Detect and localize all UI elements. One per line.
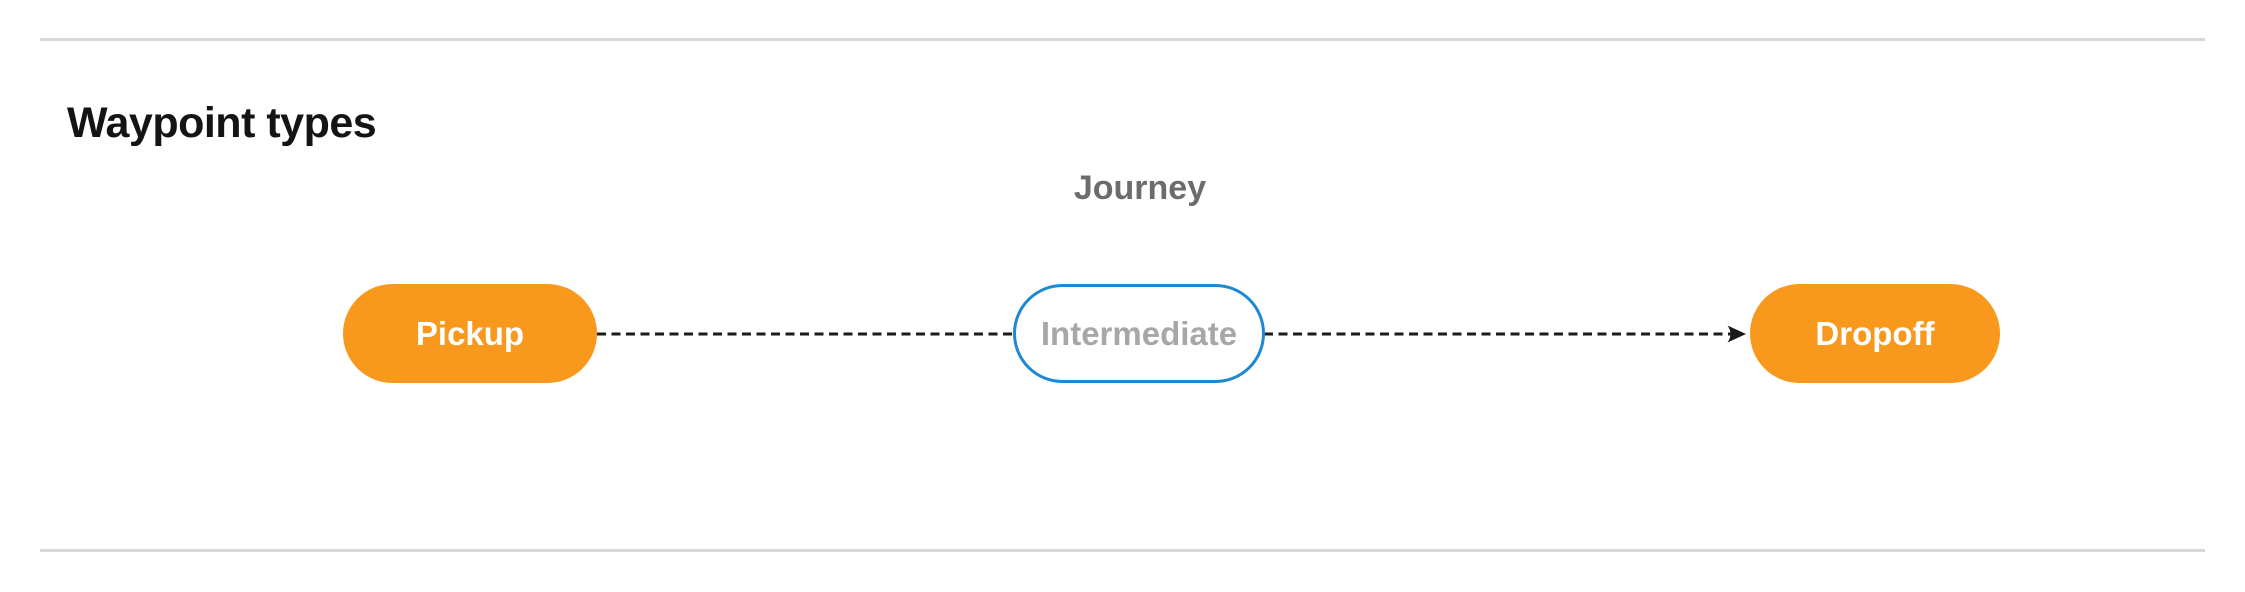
node-intermediate-label: Intermediate xyxy=(1040,314,1238,352)
journey-group-label: Journey xyxy=(1073,169,1207,207)
arrowhead-icon xyxy=(1727,325,1746,343)
top-divider xyxy=(40,38,2205,41)
node-dropoff-label: Dropoff xyxy=(1815,314,1935,352)
node-pickup-label: Pickup xyxy=(415,314,525,352)
bottom-divider xyxy=(40,549,2205,552)
node-dropoff: Dropoff xyxy=(1750,284,2000,383)
section-title: Waypoint types xyxy=(67,98,377,147)
node-pickup: Pickup xyxy=(343,284,597,383)
node-intermediate: Intermediate xyxy=(1013,284,1265,383)
